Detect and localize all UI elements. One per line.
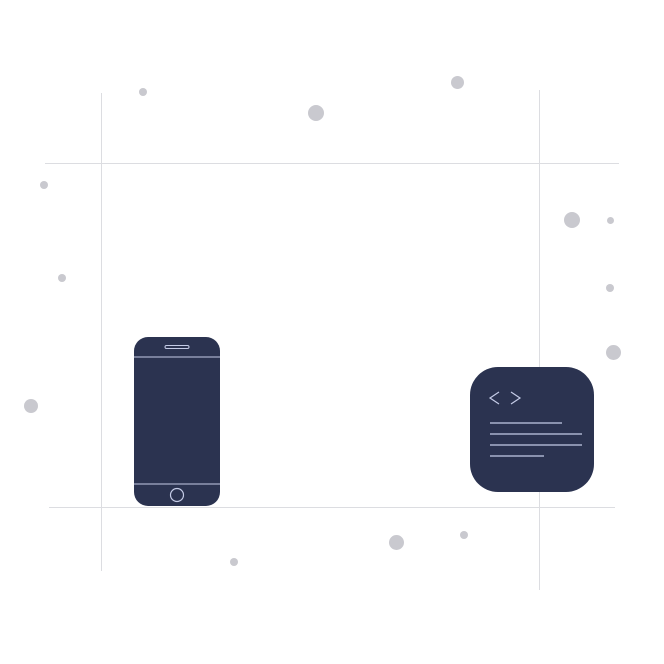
smartphone-icon xyxy=(134,337,220,506)
decor-dot xyxy=(451,76,464,89)
decor-dot xyxy=(564,212,580,228)
guide-line-right xyxy=(539,90,540,590)
decor-dot xyxy=(606,284,614,292)
decor-dot xyxy=(308,105,324,121)
decor-dot xyxy=(40,181,48,189)
decor-dot xyxy=(230,558,238,566)
guide-line-top xyxy=(45,163,619,164)
decor-dot xyxy=(460,531,468,539)
guide-line-left xyxy=(101,93,102,571)
decor-dot xyxy=(389,535,404,550)
decor-dot xyxy=(606,345,621,360)
decor-dot xyxy=(139,88,147,96)
decor-dot xyxy=(24,399,38,413)
decor-dot xyxy=(607,217,614,224)
decor-dot xyxy=(58,274,66,282)
guide-line-bottom xyxy=(49,507,615,508)
code-tile-icon xyxy=(470,367,594,492)
